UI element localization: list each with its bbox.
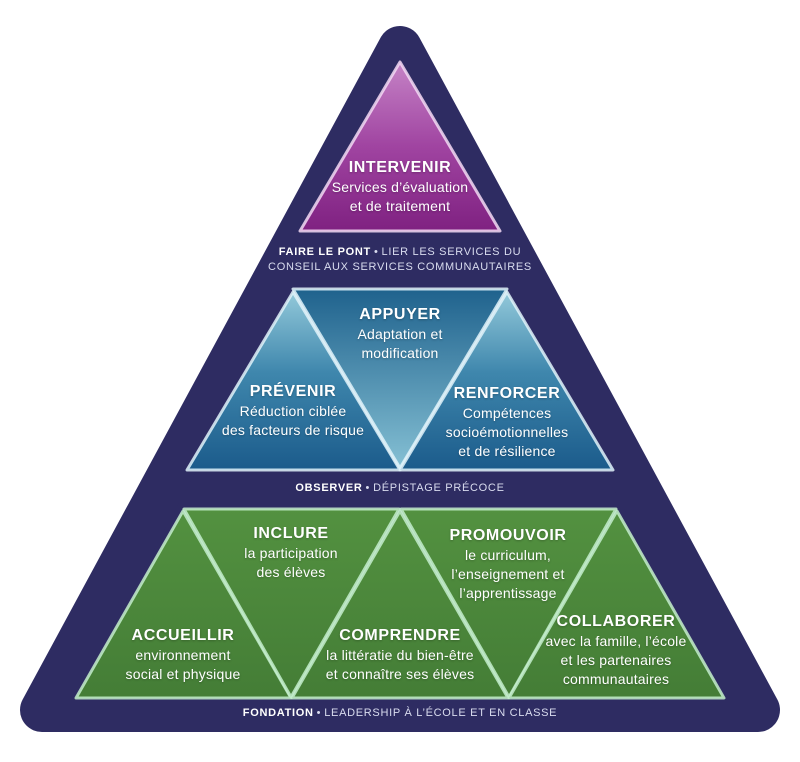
foundation-divider-rest: LEADERSHIP À L’ÉCOLE ET EN CLASSE	[324, 707, 558, 719]
bridge-divider-line1: FAIRE LE PONT•LIER LES SERVICES DU	[268, 245, 532, 260]
foundation-divider: FONDATION•LEADERSHIP À L’ÉCOLE ET EN CLA…	[243, 706, 557, 721]
bullet-separator: •	[365, 482, 371, 494]
observe-divider-rest: DÉPISTAGE PRÉCOCE	[373, 482, 505, 494]
observe-divider-label: OBSERVER	[295, 482, 363, 494]
comprendre-triangle	[290, 509, 510, 700]
inclure-triangle	[182, 507, 401, 699]
bridge-divider-label: FAIRE LE PONT	[278, 246, 371, 258]
bullet-separator: •	[316, 707, 322, 719]
bridge-divider-line2: CONSEIL AUX SERVICES COMMUNAUTAIRES	[268, 261, 532, 273]
bullet-separator: •	[373, 246, 379, 258]
collaborer-triangle	[507, 509, 726, 700]
bridge-divider: FAIRE LE PONT•LIER LES SERVICES DU CONSE…	[268, 245, 532, 275]
observe-divider: OBSERVER•DÉPISTAGE PRÉCOCE	[295, 481, 504, 496]
renforcer-triangle	[398, 290, 615, 472]
foundation-divider-label: FONDATION	[242, 707, 314, 719]
intervenir-triangle	[298, 60, 502, 233]
bridge-divider-rest: LIER LES SERVICES DU	[381, 246, 522, 258]
